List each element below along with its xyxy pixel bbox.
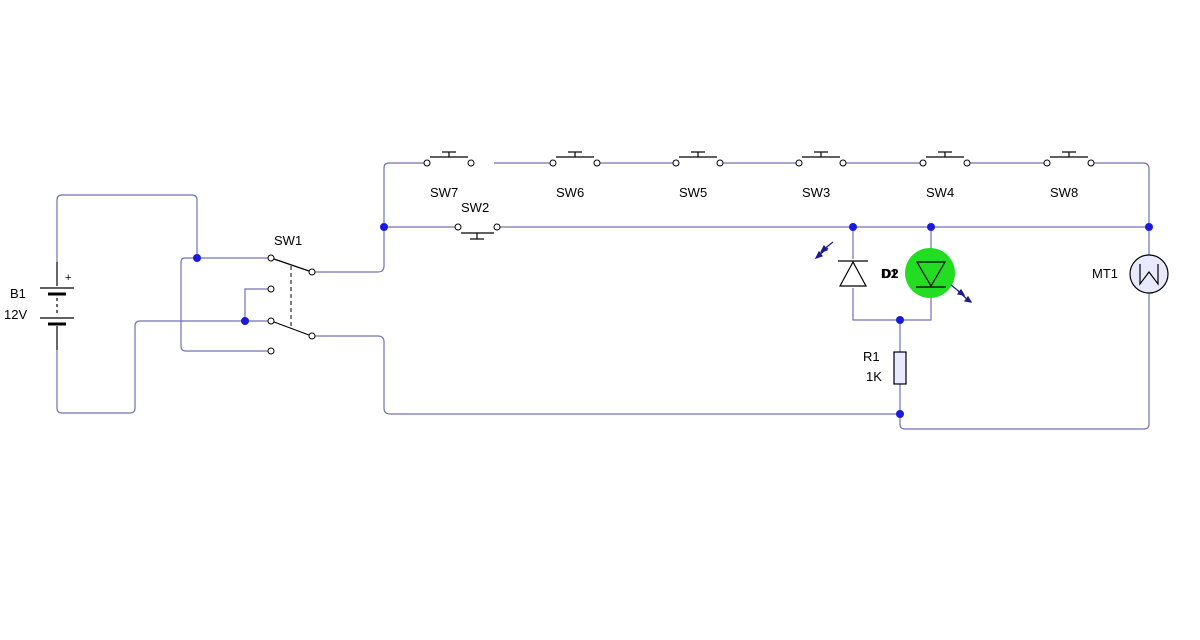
- battery-name-label: B1: [10, 286, 26, 301]
- top-switch-label: SW4: [926, 185, 954, 200]
- battery-value-label: 12V: [4, 307, 27, 322]
- top-switch-label: SW8: [1050, 185, 1078, 200]
- led-d2[interactable]: [905, 248, 973, 303]
- top-switch-label: SW5: [679, 185, 707, 200]
- wire-sw1-return: [314, 335, 900, 415]
- junction-dots: [193, 223, 1153, 418]
- motor-mt1[interactable]: MT1: [1092, 254, 1169, 294]
- top-switch-sw6[interactable]: SW6: [549, 151, 601, 200]
- wire-top-bus: [383, 162, 1150, 227]
- top-switch-sw8[interactable]: SW8: [1043, 151, 1095, 200]
- top-switch-row: SW7 SW6 SW5 SW3 SW4 SW8: [423, 151, 1095, 200]
- wire-sw1-to-bus: [314, 227, 385, 273]
- resistor-r1[interactable]: R1 1K: [863, 349, 907, 385]
- wire-sw1-mid: [244, 288, 268, 322]
- d1-label: D1: [881, 266, 898, 281]
- wire-battery-positive: [56, 194, 198, 262]
- wire-battery-negative: [56, 320, 245, 414]
- top-switch-label: SW7: [430, 185, 458, 200]
- battery-polarity-label: +: [65, 272, 71, 284]
- wire-left-loop: [180, 257, 268, 352]
- diode-d1[interactable]: [814, 241, 868, 287]
- d2-photon-icon: [950, 284, 973, 303]
- switch-sw1[interactable]: SW1: [267, 233, 316, 355]
- top-switch-label: SW3: [802, 185, 830, 200]
- wires: [56, 162, 1150, 430]
- wire-motor-bottom: [899, 293, 1150, 430]
- switch-sw2[interactable]: SW2: [454, 200, 501, 240]
- top-switch-label: SW6: [556, 185, 584, 200]
- motor-icon: [1129, 254, 1169, 294]
- mt1-label: MT1: [1092, 266, 1118, 281]
- sw2-label: SW2: [461, 200, 489, 215]
- wire-d1: [852, 227, 900, 321]
- d2-label: D2: [882, 266, 899, 281]
- r1-value-label: 1K: [866, 369, 882, 384]
- d1-photon-icon: [814, 241, 834, 260]
- r1-name-label: R1: [863, 349, 880, 364]
- battery-b1[interactable]: + B1 12V: [4, 262, 74, 350]
- top-switch-sw4[interactable]: SW4: [919, 151, 971, 200]
- sw1-label: SW1: [274, 233, 302, 248]
- top-switch-sw5[interactable]: SW5: [672, 151, 724, 200]
- top-switch-sw7[interactable]: SW7: [423, 151, 475, 200]
- led-glow: [905, 248, 955, 298]
- top-switch-sw3[interactable]: SW3: [795, 151, 847, 200]
